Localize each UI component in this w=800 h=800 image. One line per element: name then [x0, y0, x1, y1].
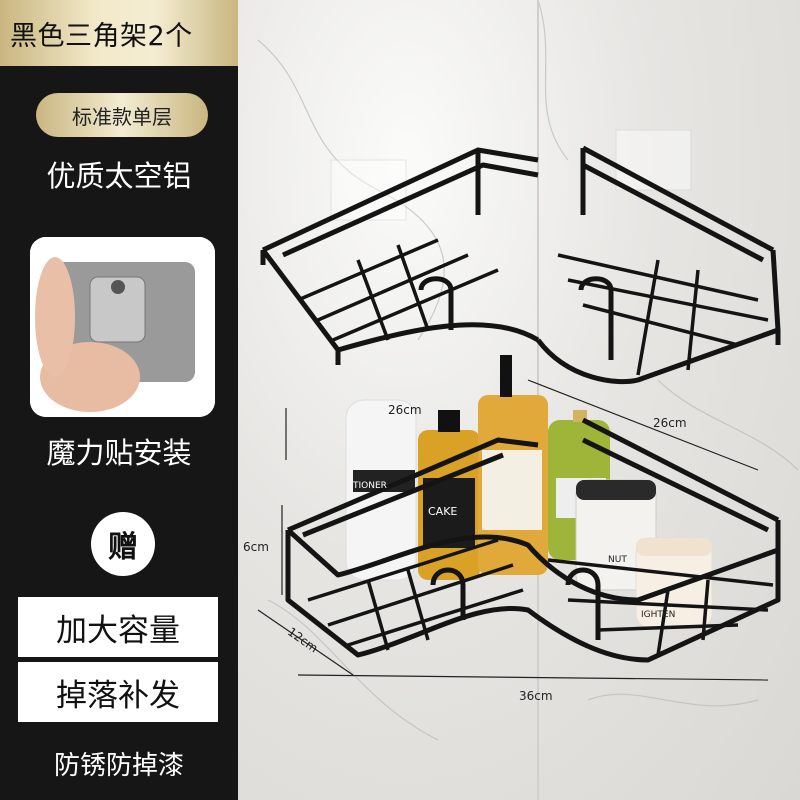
sub-feature-label: 防锈防掉漆: [53, 751, 184, 781]
feature-label-2: 掉落补发: [56, 677, 180, 714]
info-panel: 黑色三角架2个 标准款单层 优质太空铝 魔力贴安装 赠 加大容量 掉落补发 防锈…: [0, 0, 238, 800]
bottles: [345, 355, 713, 629]
feature-label-1: 加大容量: [56, 612, 180, 649]
gift-badge-label: 赠: [108, 530, 138, 565]
feature-box-1: 加大容量: [18, 597, 218, 657]
lower-rack-grid: [307, 538, 774, 656]
product-title: 黑色三角架2个: [10, 20, 193, 52]
variant-tag-label: 标准款单层: [72, 104, 172, 129]
rack-illustration: [257, 0, 799, 800]
sub-feature: 防锈防掉漆: [0, 727, 238, 800]
upper-rack: [260, 145, 781, 385]
dimension-lines: [257, 379, 769, 681]
dimension-top-left: 26cm: [388, 403, 422, 417]
variant-tag: 标准款单层: [36, 93, 208, 137]
marble-veins: [257, 0, 799, 741]
feature-box-2: 掉落补发: [18, 662, 218, 722]
adhesive-hook-image: [30, 237, 215, 417]
product-photo: 26cm 26cm 6cm 12cm 36cm TIONER CAKE NUT …: [238, 0, 800, 800]
title-bar: 黑色三角架2个: [0, 0, 238, 66]
install-label: 魔力贴安装: [46, 436, 192, 470]
dimension-width: 36cm: [519, 689, 553, 703]
lower-rack: [285, 417, 781, 663]
bottle-label-1: TIONER: [353, 481, 387, 491]
material-label: 优质太空铝: [46, 159, 192, 193]
bottle-label-4: IGHTEN: [641, 610, 676, 620]
adhesive-hook-right: [615, 129, 692, 191]
bottle-label-2: CAKE: [428, 505, 458, 518]
upper-rack-grid: [297, 238, 769, 376]
bottle-label-3: NUT: [608, 555, 627, 565]
dimension-height: 6cm: [243, 540, 269, 554]
gift-badge: 赠: [91, 512, 155, 576]
dimension-top-right: 26cm: [653, 416, 687, 430]
